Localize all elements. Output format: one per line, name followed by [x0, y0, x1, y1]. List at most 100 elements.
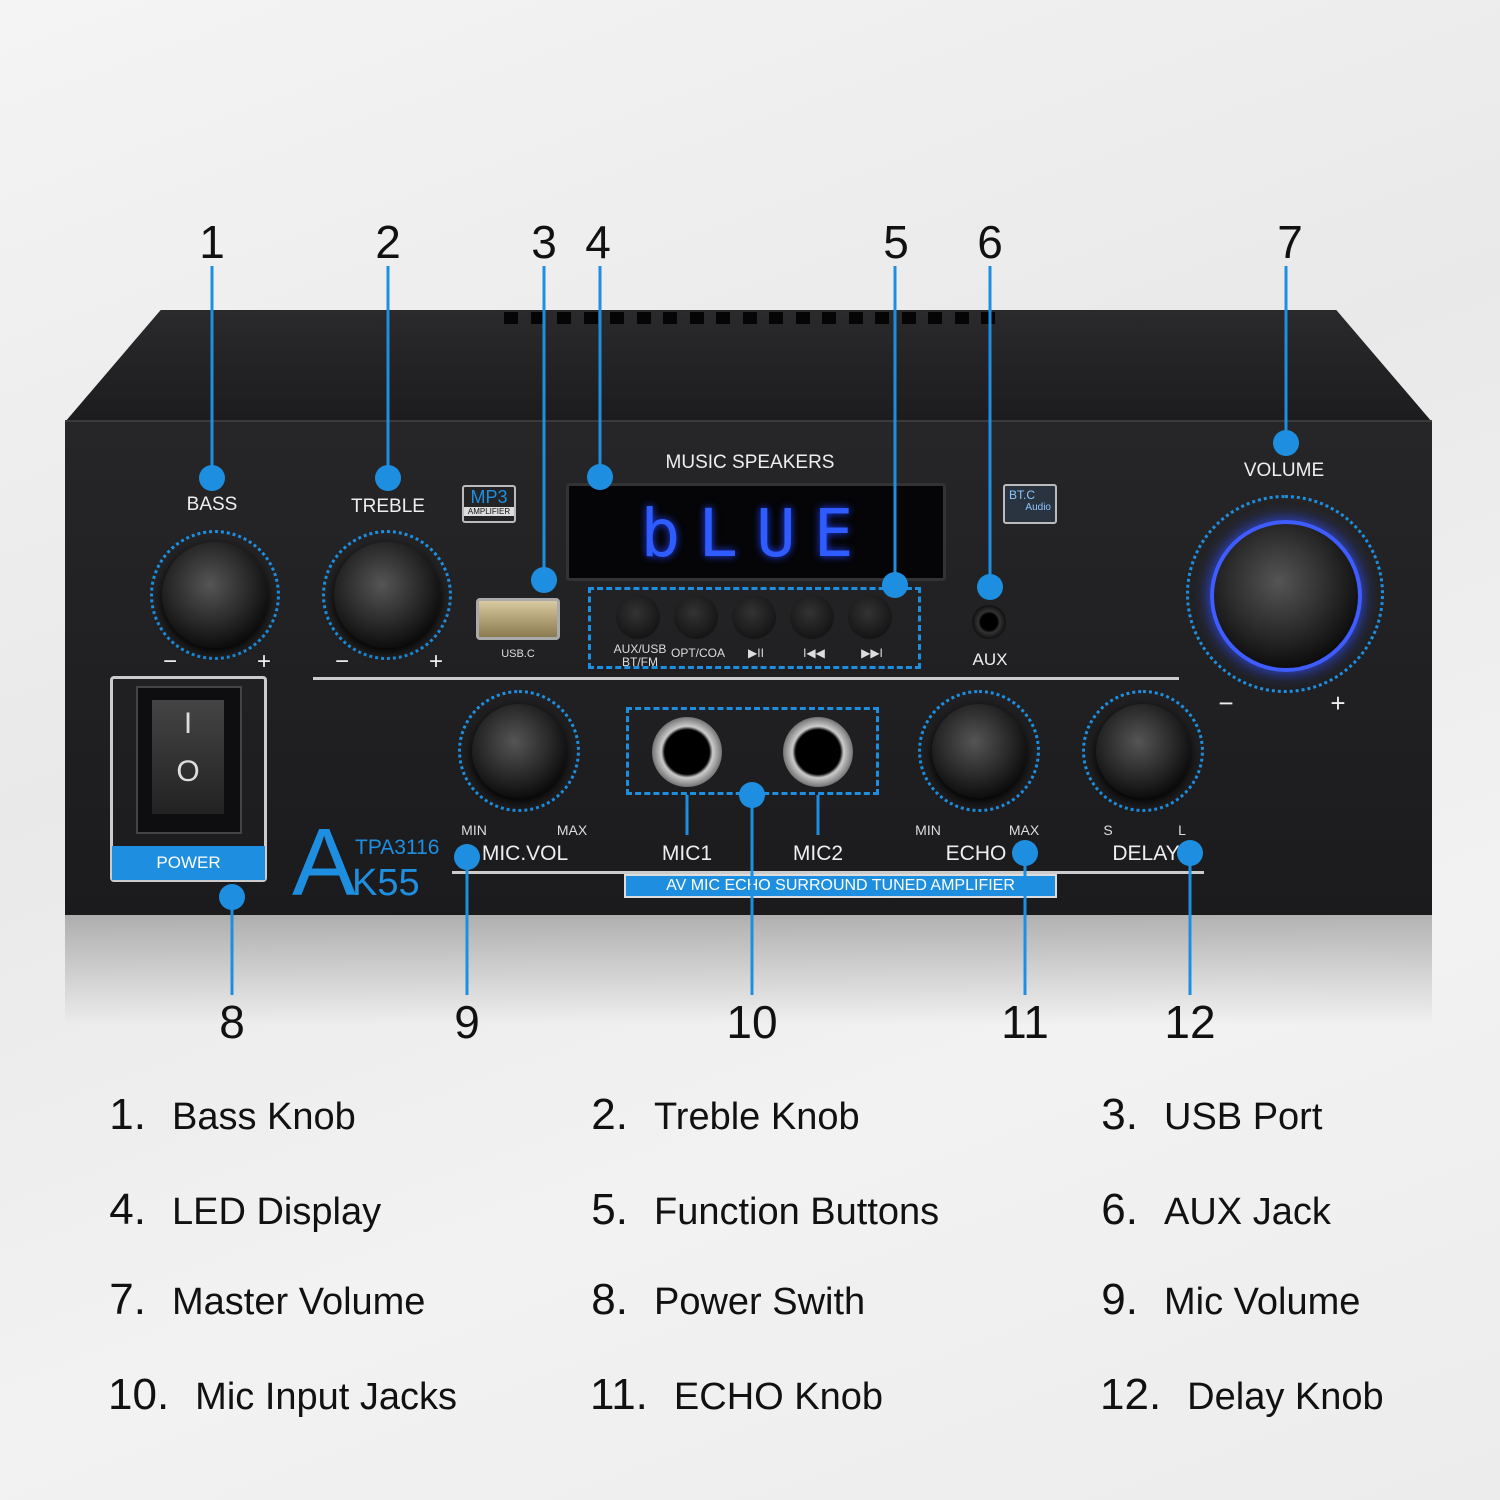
bass-knob[interactable] — [162, 542, 268, 648]
legend-label: Mic Input Jacks — [195, 1376, 458, 1418]
amplifier-top — [65, 310, 1432, 422]
volume-knob[interactable] — [1210, 520, 1362, 672]
callout-line — [465, 857, 469, 995]
legend-number: 2. — [591, 1090, 628, 1139]
callout-line — [210, 266, 214, 478]
delay-s: S — [1103, 822, 1113, 838]
callout-12: 12 — [1164, 996, 1216, 1048]
mic1-tick — [685, 795, 689, 835]
callout-11: 11 — [1001, 996, 1049, 1048]
legend-number: 7. — [109, 1275, 146, 1324]
vent-slot — [557, 312, 571, 324]
legend-label: AUX Jack — [1164, 1191, 1331, 1233]
power-frame — [110, 676, 267, 882]
mic-vol-max: MAX — [556, 822, 588, 838]
callout-dot — [199, 465, 225, 491]
callout-dot — [977, 574, 1003, 600]
legend-number: 11. — [590, 1370, 648, 1419]
legend-item: 9.Mic Volume — [1100, 1275, 1360, 1325]
divider-line — [313, 677, 1179, 680]
mic2-jack[interactable] — [783, 717, 853, 787]
treble-knob[interactable] — [334, 542, 440, 648]
next-button[interactable] — [848, 595, 892, 639]
mic2-label: MIC2 — [792, 842, 844, 865]
legend-item: 2.Treble Knob — [590, 1090, 859, 1140]
bass-minus: − — [162, 648, 178, 675]
led-display: bLUE — [566, 483, 946, 581]
delay-knob[interactable] — [1096, 704, 1190, 798]
play-pause-button[interactable] — [732, 595, 776, 639]
legend-number: 3. — [1101, 1090, 1138, 1139]
vent-slot — [504, 312, 518, 324]
echo-knob[interactable] — [932, 704, 1026, 798]
aux-jack[interactable] — [972, 605, 1006, 639]
mp3-sub: AMPLIFIER — [464, 507, 514, 516]
callout-10: 10 — [726, 996, 778, 1048]
previous-button[interactable] — [790, 595, 834, 639]
opt-coa-button[interactable] — [674, 595, 718, 639]
mode-label: AUX/USB BT/FM — [613, 642, 667, 669]
callout-line — [1284, 266, 1288, 443]
mic1-jack[interactable] — [652, 717, 722, 787]
legend-label: USB Port — [1164, 1096, 1323, 1138]
vent-slot — [901, 312, 916, 324]
callout-3: 3 — [531, 216, 557, 268]
callout-8: 8 — [219, 996, 245, 1048]
mode-button[interactable] — [616, 595, 660, 639]
legend-number: 4. — [109, 1185, 146, 1234]
callout-dot — [882, 572, 908, 598]
legend-label: Power Swith — [654, 1281, 866, 1323]
aux-label: AUX — [972, 650, 1008, 669]
banner: AV MIC ECHO SURROUND TUNED AMPLIFIER — [624, 874, 1057, 898]
vent-slot — [769, 312, 783, 324]
delay-l: L — [1178, 822, 1186, 838]
vent-slot — [954, 312, 969, 324]
delay-label: DELAY — [1112, 842, 1180, 865]
vent-slot — [583, 312, 598, 324]
callout-line — [230, 897, 234, 995]
mic2-tick — [816, 795, 820, 835]
bt-sub: Audio — [1025, 502, 1051, 513]
legend-label: Mic Volume — [1164, 1281, 1361, 1323]
opt-coa-label: OPT/COA — [670, 646, 726, 660]
callout-4: 4 — [585, 216, 611, 268]
display-text: bLUE — [640, 495, 872, 572]
legend-number: 6. — [1101, 1185, 1138, 1234]
vent-slot — [610, 312, 624, 324]
mic-volume-knob[interactable] — [472, 704, 566, 798]
treble-plus: + — [428, 648, 444, 675]
power-label: POWER — [112, 846, 265, 880]
legend-number: 1. — [109, 1090, 146, 1139]
previous-icon: I◀◀ — [803, 646, 825, 660]
legend-label: Master Volume — [172, 1281, 426, 1323]
bass-scale — [150, 530, 280, 660]
mic-vol-label: MIC.VOL — [481, 842, 569, 865]
legend-number: 10. — [108, 1370, 170, 1419]
legend-number: 8. — [591, 1275, 628, 1324]
legend-number: 5. — [591, 1185, 628, 1234]
callout-line — [988, 266, 992, 587]
mp3-badge: MP3 AMPLIFIER — [462, 485, 516, 523]
vent-slot — [795, 312, 810, 324]
legend-label: Delay Knob — [1187, 1376, 1384, 1418]
legend-item: 7. Master Volume — [108, 1275, 425, 1325]
music-speakers-label: MUSIC SPEAKERS — [665, 452, 835, 473]
vent-slot — [875, 312, 889, 324]
mic1-label: MIC1 — [661, 842, 713, 865]
callout-line — [598, 266, 602, 477]
legend-label: ECHO Knob — [673, 1376, 883, 1418]
legend-item: 5.Function Buttons — [590, 1185, 939, 1235]
vent-slot — [822, 312, 836, 324]
callout-line — [542, 266, 546, 580]
bass-plus: + — [256, 648, 272, 675]
usb-port[interactable] — [476, 598, 560, 640]
vent-slot — [636, 312, 651, 324]
callout-7: 7 — [1277, 216, 1303, 268]
reflection — [65, 915, 1432, 1025]
legend-label: LED Display — [172, 1191, 382, 1233]
legend-item: 8. Power Swith — [590, 1275, 865, 1325]
chip-label: TPA3116 — [355, 836, 440, 859]
vent-slot — [848, 312, 863, 324]
